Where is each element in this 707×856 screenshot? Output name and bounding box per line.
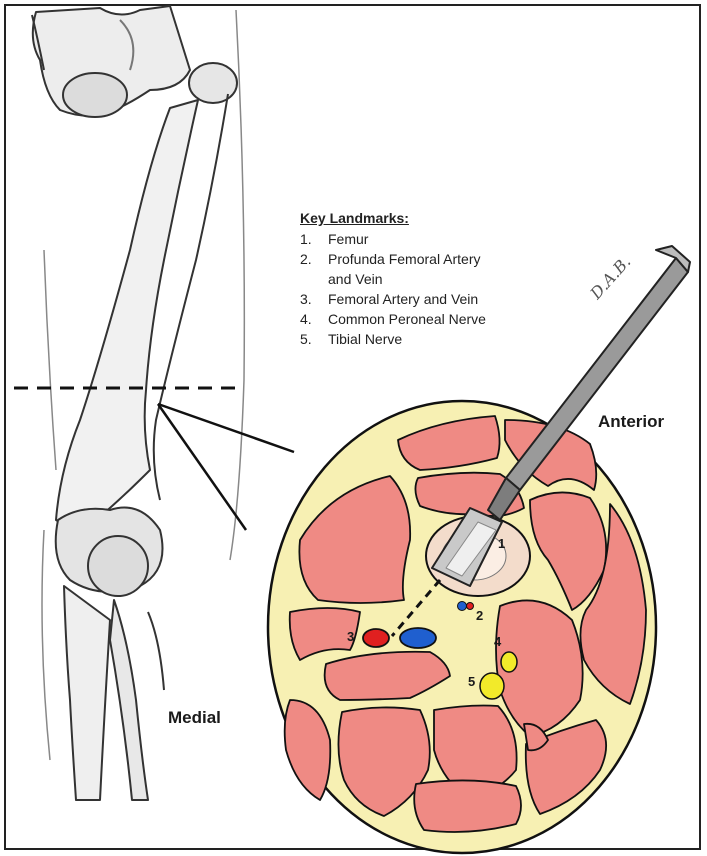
callout-line-lower [158, 404, 246, 530]
femoral-artery [363, 629, 389, 647]
profunda-vein [458, 602, 467, 611]
femoral-vein [400, 628, 436, 648]
landmark-label-5: 5 [468, 674, 475, 689]
callout-line-upper [158, 404, 294, 452]
legend-item: 1.Femur [300, 229, 558, 249]
legend-item-number: 5. [300, 329, 328, 349]
legend-item-number: 4. [300, 309, 328, 329]
landmark-label-3: 3 [347, 629, 354, 644]
legend-title: Key Landmarks: [300, 208, 558, 228]
landmark-label-1: 1 [498, 536, 505, 551]
landmark-label-4: 4 [494, 634, 501, 649]
profunda-artery [467, 603, 474, 610]
legend-item-text: Profunda Femoral Artery and Vein [328, 249, 496, 289]
medial-label: Medial [168, 708, 221, 728]
key-landmarks-legend: Key Landmarks: 1.Femur 2.Profunda Femora… [300, 208, 558, 349]
legend-item-text: Femur [328, 229, 558, 249]
femur-drawing [32, 6, 244, 800]
legend-item-number: 3. [300, 289, 328, 309]
legend-item-number: 1. [300, 229, 328, 249]
landmark-label-2: 2 [476, 608, 483, 623]
legend-item-text: Tibial Nerve [328, 329, 558, 349]
legend-item: 5.Tibial Nerve [300, 329, 558, 349]
legend-list: 1.Femur 2.Profunda Femoral Artery and Ve… [300, 229, 558, 349]
cross-section [268, 401, 656, 853]
tibial-nerve [480, 673, 504, 699]
legend-item-text: Femoral Artery and Vein [328, 289, 558, 309]
legend-item-number: 2. [300, 249, 328, 289]
anterior-label: Anterior [598, 412, 664, 432]
legend-item: 3.Femoral Artery and Vein [300, 289, 558, 309]
legend-item: 2.Profunda Femoral Artery and Vein [300, 249, 558, 289]
common-peroneal-nerve [501, 652, 517, 672]
legend-item-text: Common Peroneal Nerve [328, 309, 558, 329]
legend-item: 4.Common Peroneal Nerve [300, 309, 558, 329]
